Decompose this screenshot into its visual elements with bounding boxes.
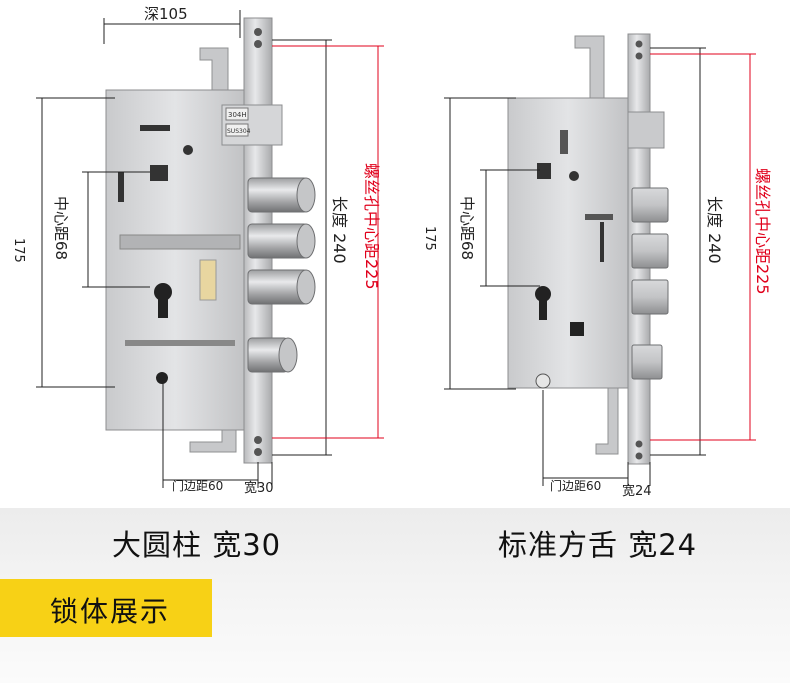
left-length-label: 长度 240 (330, 196, 349, 264)
left-center-distance-label: 中心距68 (52, 196, 70, 260)
left-screw-hole (254, 28, 262, 36)
left-stamp-1: 304H (228, 111, 247, 119)
caption-large-cylinder: 大圆柱 宽30 (112, 528, 282, 562)
left-round-bolts (247, 177, 316, 373)
square-bolt (631, 344, 663, 380)
left-bottom-bracket (189, 429, 237, 453)
left-screw-hole-label: 螺丝孔中心距225 (362, 163, 381, 290)
right-top-bracket (574, 35, 605, 99)
right-width-label: 宽24 (622, 483, 652, 499)
left-screw-hole (254, 448, 262, 456)
right-screw-hole (635, 440, 643, 448)
left-width-label: 宽30 (244, 480, 274, 496)
left-stamp-2: SUS304 (227, 128, 251, 135)
right-center-distance-label: 中心距68 (458, 196, 476, 260)
left-red-dimension (272, 45, 384, 439)
right-height-label: 175 (422, 226, 437, 251)
left-backset-label: 门边距60 (172, 478, 223, 493)
right-dimension-lines (444, 47, 706, 486)
right-red-dimension (650, 53, 756, 441)
right-screw-hole-label: 螺丝孔中心距225 (753, 168, 772, 295)
right-screw-hole (635, 40, 643, 48)
square-bolt (631, 279, 669, 315)
section-banner: 锁体展示 (0, 579, 212, 637)
caption-standard-square: 标准方舌 宽24 (498, 528, 698, 562)
square-bolt (631, 187, 669, 223)
right-lock: 175 中心距68 长度 240 螺丝孔中心距225 门边距60 宽24 (422, 33, 772, 499)
left-screw-hole (254, 40, 262, 48)
right-length-label: 长度 240 (705, 196, 724, 264)
left-dimension-lines (36, 10, 332, 488)
square-bolt (631, 233, 669, 269)
left-lock: 304H SUS304 (11, 5, 384, 496)
right-square-bolts (631, 187, 669, 380)
right-screw-hole (635, 52, 643, 60)
left-height-label: 175 (11, 238, 26, 263)
left-screw-hole (254, 436, 262, 444)
right-spindle-hole (537, 163, 551, 179)
left-depth-label: 深105 (144, 5, 188, 23)
banner-title: 锁体展示 (50, 595, 171, 628)
right-screw-hole (635, 452, 643, 460)
left-lock-body (105, 89, 245, 431)
left-spindle-hole (150, 165, 168, 181)
left-top-bracket (199, 47, 229, 91)
right-bottom-bracket (595, 387, 619, 455)
lock-illustration: 304H SUS304 (11, 5, 772, 499)
right-backset-label: 门边距60 (550, 478, 601, 493)
right-latch (627, 111, 665, 149)
